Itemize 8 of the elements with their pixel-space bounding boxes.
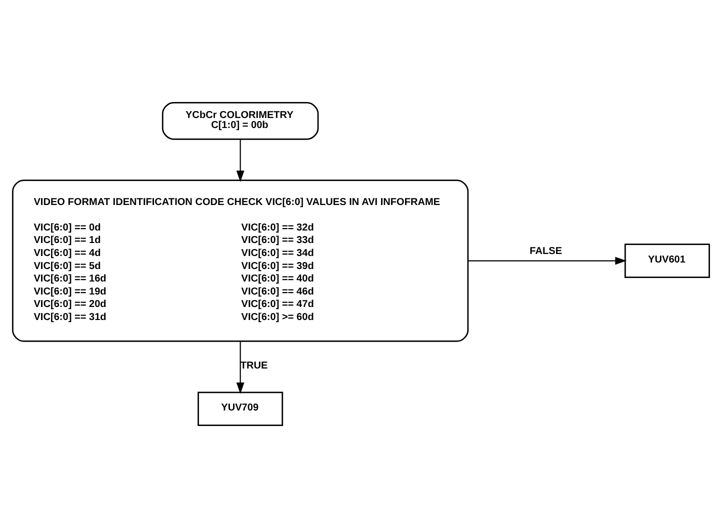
arrow (468, 256, 627, 264)
node-box: YCbCr COLORIMETRY C[1:0] = 00b (162, 101, 319, 140)
node-box: YUV709 (198, 391, 284, 426)
arrow (236, 340, 244, 394)
edge-label: FALSE (530, 246, 562, 257)
node-box: VIDEO FORMAT IDENTIFICATION CODE CHECK VIC[6:0] VALUES IN AVI INFOFRAME VIC[6:0] == 0d VIC[6:0] == 32d VIC[6:0] == 1d VIC[6:0] == 33d VIC[6:0] == 4d VIC[6:0] == 34d VIC[6:0] == 5d VIC[6:0] == 39d VIC[6:0] == 16d VIC[6:0] == 40d VIC[6:0] == 19d VIC[6:0] == 46d VIC[6:0] == 20d VIC[6:0] == 47d VIC[6:0] == 31d VIC[6:0] >= 60d (12, 179, 469, 342)
arrow (236, 138, 244, 182)
node-box: YUV601 (624, 243, 710, 278)
